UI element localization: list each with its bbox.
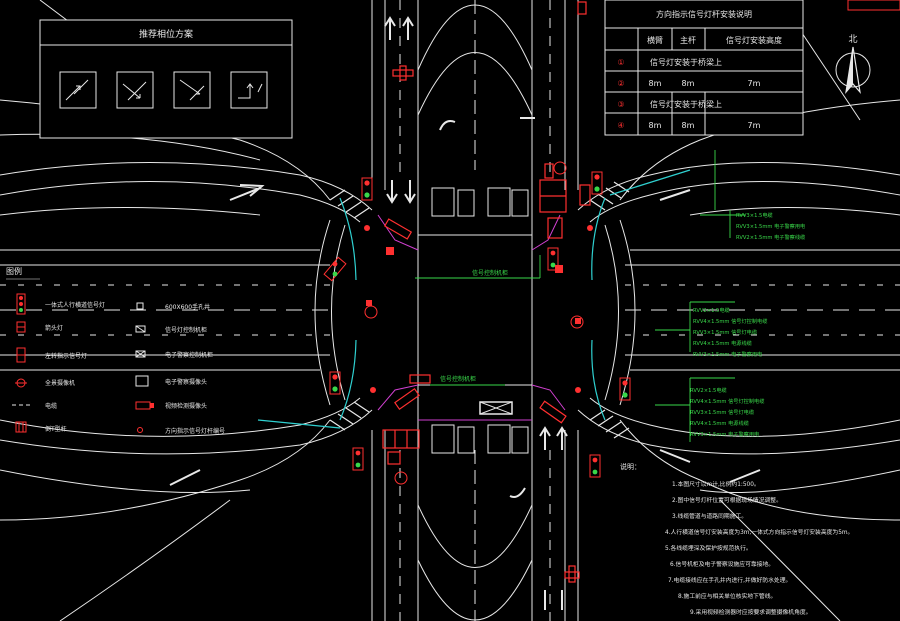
center-label: 信号控制机柜: [472, 269, 508, 277]
cable-e1-4: RVV4×1.5mm 电源线缆: [693, 339, 752, 347]
legend-symbol-camera-icon: [15, 378, 27, 388]
cable-e1-5: RVV3×1.5mm 电子警察用电: [693, 350, 762, 358]
row2-a: 8m: [649, 79, 662, 88]
signal-head-nw: [361, 177, 373, 201]
legend-left-6: 倒T型杆: [45, 425, 67, 433]
phase-1-box: [59, 71, 97, 109]
legend-left-1: 一体式人行横道信号灯: [45, 301, 105, 309]
crosswalks: [329, 181, 630, 439]
legend-symbol-handhole-icon: [136, 302, 144, 310]
cable-e1-1: RVV2×1.5电缆: [693, 306, 730, 314]
cable-e2-2: RVV4×1.5mm 信号灯控制电缆: [690, 397, 764, 405]
cable-runs: [377, 214, 566, 421]
cable-e2-4: RVV4×1.5mm 电源线缆: [690, 419, 749, 427]
cable-group-ne: RVV3×1.5电缆 RVV3×1.5mm 电子警察用电 RVV2×1.5mm …: [736, 211, 805, 241]
note-6: 6.信号机柜及电子警察设施应可靠接地。: [670, 560, 774, 568]
note-4: 4.人行横道信号灯安装高度为3m,一体式方向指示信号灯安装高度为5m。: [665, 528, 853, 536]
legend-right-3: 电子警察控制机柜: [165, 351, 213, 359]
legend-symbol-police-cabinet-icon: [135, 350, 146, 358]
legend-symbol-arrow-light-icon: [16, 321, 26, 333]
row2-b: 8m: [682, 79, 695, 88]
row3-a: 信号灯安装于桥梁上: [650, 99, 722, 109]
legend-right-6: 方向指示信号灯杆编号: [165, 427, 225, 435]
note-5: 5.各线缆埋深及保护按规范执行。: [665, 544, 752, 552]
legend-symbol-police-camera-icon: [135, 375, 149, 387]
cable-e1-3: RVV3×1.5mm 信号灯电缆: [693, 328, 757, 336]
legend-right-1: 600X600手孔井: [165, 303, 210, 311]
legend-symbol-video-camera-icon: [135, 401, 154, 410]
cable-e2-3: RVV3×1.5mm 信号灯电缆: [690, 408, 754, 416]
legend-left-4: 全景摄像机: [45, 379, 75, 387]
north-arrow-icon: 北: [835, 34, 871, 94]
note-1: 1.本图尺寸以m计,比例约1:500。: [672, 480, 760, 488]
install-table: 方向指示信号灯杆安装说明 横臂 主杆 信号灯安装高度 ① 信号灯安装于桥梁上 ②…: [604, 0, 804, 136]
legend-title: 图例: [6, 266, 22, 276]
cable-ne-2: RVV3×1.5mm 电子警察用电: [736, 222, 805, 230]
red-devices: [323, 1, 631, 583]
phase-2-box: [116, 71, 154, 109]
notes: 说明： 1.本图尺寸以m计,比例约1:500。 2.图中信号灯杆位置可根据现场情…: [620, 462, 853, 616]
notes-title: 说明：: [620, 462, 641, 471]
legend-right-4: 电子警察摄像头: [165, 378, 207, 386]
legend: 图例 一体式人行横道信号灯 箭头灯 左转指示信号灯 全景摄像机 电缆 倒T型杆: [6, 266, 225, 435]
signal-head-s: [352, 447, 364, 471]
note-3: 3.线缆管道与道路同期施工。: [672, 512, 747, 520]
legend-right-2: 信号灯控制机柜: [165, 326, 207, 334]
signal-head-n: [547, 247, 559, 271]
row2-c: 7m: [748, 79, 761, 88]
row4-b: 8m: [682, 121, 695, 130]
lane-arrows: [169, 16, 761, 610]
row3-no: ③: [617, 100, 624, 109]
legend-right-5: 视频检测摄像头: [165, 402, 207, 410]
row4-c: 7m: [748, 121, 761, 130]
cyan-curbs: [257, 169, 691, 429]
row1-no: ①: [617, 58, 624, 67]
cable-group-e2: RVV2×1.5电缆 RVV4×1.5mm 信号灯控制电缆 RVV3×1.5mm…: [690, 386, 764, 438]
note-9: 9.采用视频检测器时应按要求调整摄像机角度。: [690, 608, 811, 616]
legend-left-3: 左转指示信号灯: [45, 352, 87, 360]
signal-head-ne: [591, 171, 603, 195]
legend-symbol-left-turn-icon: [16, 347, 26, 363]
row4-a: 8m: [649, 121, 662, 130]
legend-symbol-cabinet-icon: [135, 325, 146, 333]
phase-4-box: [230, 71, 268, 109]
row1-a: 信号灯安装于桥梁上: [650, 57, 722, 67]
th-arm: 横臂: [647, 35, 663, 45]
cable-e2-5: RVV3×1.5mm 电子警察用电: [690, 430, 759, 438]
legend-symbol-ped-signal-icon: [16, 293, 26, 315]
note-2: 2.图中信号灯杆位置可根据现场情况调整。: [672, 496, 782, 504]
cable-ne-1: RVV3×1.5电缆: [736, 211, 773, 219]
note-8: 8.施工前应与相关单位核实地下管线。: [678, 592, 776, 600]
note-7: 7.电缆接线应在手孔井内进行,并做好防水处理。: [668, 576, 791, 584]
center-label-2: 信号控制机柜: [440, 375, 476, 383]
row2-no: ②: [617, 79, 624, 88]
signal-head-w: [323, 256, 347, 282]
cable-e2-1: RVV2×1.5电缆: [690, 386, 727, 394]
title-block-corner: [847, 0, 900, 11]
north-label: 北: [848, 34, 857, 45]
phase-3-box: [173, 71, 211, 109]
row4-no: ④: [617, 121, 624, 130]
signal-head-e: [589, 454, 601, 478]
signal-head-se: [619, 377, 631, 401]
legend-left-2: 箭头灯: [45, 324, 63, 332]
junction-boxes: [431, 187, 529, 454]
cable-ne-3: RVV2×1.5mm 电子警察线缆: [736, 233, 805, 241]
th-pole: 主杆: [680, 35, 696, 45]
phase-scheme-title: 推荐相位方案: [139, 28, 193, 40]
legend-left-5: 电缆: [45, 402, 57, 410]
th-height: 信号灯安装高度: [726, 35, 782, 45]
cable-group-e1: RVV2×1.5电缆 RVV4×1.5mm 信号灯控制电缆 RVV3×1.5mm…: [693, 306, 767, 358]
cable-e1-2: RVV4×1.5mm 信号灯控制电缆: [693, 317, 767, 325]
signal-head-sw: [329, 371, 341, 395]
legend-symbol-t-pole-icon: [15, 421, 27, 433]
legend-symbol-pole-number-icon: [137, 427, 143, 433]
green-leaders: [415, 150, 745, 442]
phase-scheme-box: 推荐相位方案: [39, 19, 293, 139]
install-table-title: 方向指示信号灯杆安装说明: [656, 9, 752, 19]
